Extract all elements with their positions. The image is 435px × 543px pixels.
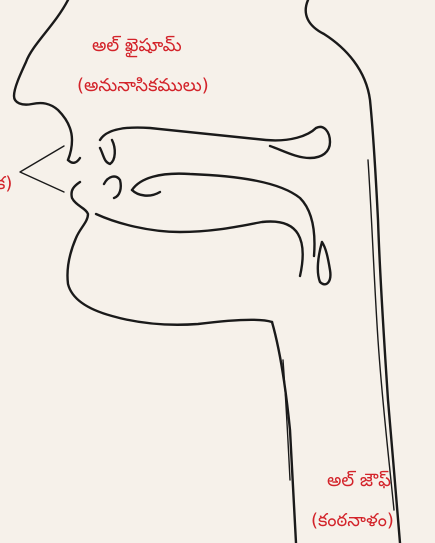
upper-lip [68, 158, 80, 163]
neck-front [272, 322, 296, 543]
palate-outline [100, 127, 330, 158]
tongue-tip [132, 190, 160, 196]
lower-teeth [104, 177, 121, 198]
nasal-arabic-label: అల్ ఖైషూమ్ [92, 35, 182, 57]
lips-pointer [20, 146, 64, 192]
lower-lip-chin-outline [67, 182, 272, 325]
tongue-outline [132, 174, 314, 256]
face-profile-outline [14, 0, 72, 160]
epiglottis [318, 242, 331, 284]
back-of-head-outline [306, 0, 400, 543]
mouth-floor [96, 214, 303, 276]
lips-telugu-label: క) [0, 173, 12, 195]
throat-telugu-label: (కంఠనాళం) [311, 510, 394, 532]
pharynx-inner-line [368, 160, 394, 510]
upper-teeth [100, 140, 115, 164]
nasal-telugu-label: (అనునాసికములు) [77, 75, 209, 97]
throat-arabic-label: అల్ జౌఫ్ [327, 470, 391, 492]
